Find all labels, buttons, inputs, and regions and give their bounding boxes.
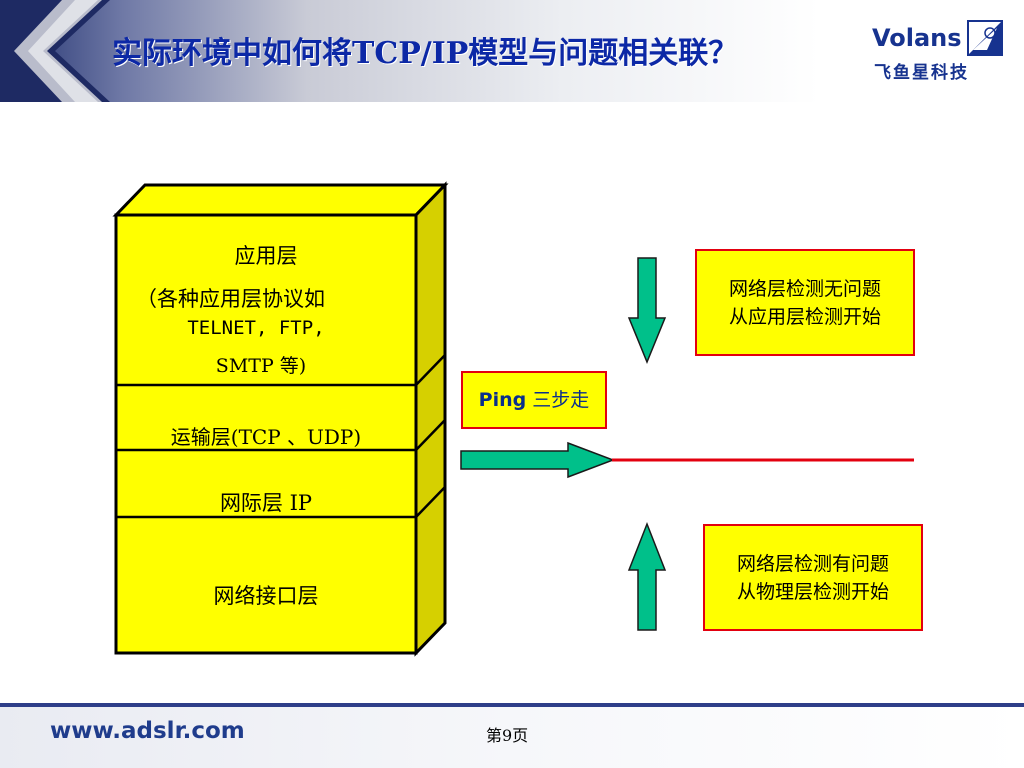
page-number: 第9页 [486, 726, 529, 745]
logo-subtitle: 飞鱼星科技 [874, 63, 969, 83]
footer-divider [0, 703, 1024, 707]
note-top: 网络层检测无问题 从应用层检测开始 [695, 249, 915, 356]
note-top-line1: 网络层检测无问题 [728, 278, 881, 300]
up-arrow-icon [627, 521, 667, 631]
logo-name: Volans [872, 24, 962, 52]
box-top-face [112, 183, 449, 217]
right-arrow-icon [460, 441, 616, 479]
layer-network-interface: 网络接口层 [213, 584, 319, 608]
ping-steps-label: 三步走 [532, 389, 590, 411]
ping-box: Ping 三步走 [461, 371, 607, 429]
volans-logo: Volans 飞鱼星科技 [872, 18, 1012, 88]
ping-label: Ping [478, 389, 527, 411]
layer-transport: 运输层(TCP 、UDP) [170, 425, 362, 449]
layer-application-desc: （各种应用层协议如 [136, 287, 325, 311]
note-bottom: 网络层检测有问题 从物理层检测开始 [703, 524, 923, 631]
side-divider-3 [415, 486, 446, 518]
layer-internet: 网际层 IP [219, 491, 313, 515]
logo-mark-icon [967, 20, 1003, 56]
footer-url-link[interactable]: www.adslr.com [50, 718, 245, 744]
layer-application-protocols-2: SMTP 等) [215, 355, 307, 377]
note-top-line2: 从应用层检测开始 [728, 306, 881, 328]
box-side-face [414, 181, 447, 657]
note-bottom-line1: 网络层检测有问题 [736, 553, 889, 575]
layer-application-title: 应用层 [234, 244, 298, 268]
header-banner: 实际环境中如何将TCP/IP模型与问题相关联？ Volans 飞鱼星科技 [0, 0, 1024, 102]
layer-application-protocols: TELNET, FTP, [187, 317, 325, 339]
down-arrow-icon [627, 257, 667, 364]
footer-bar [0, 707, 1024, 768]
side-divider-2 [415, 419, 446, 451]
box-front-face [114, 213, 418, 655]
header-chevron-icon [0, 0, 110, 102]
side-divider-1 [415, 354, 446, 386]
note-bottom-line2: 从物理层检测开始 [736, 581, 889, 603]
slide-title: 实际环境中如何将TCP/IP模型与问题相关联？ [112, 36, 739, 71]
